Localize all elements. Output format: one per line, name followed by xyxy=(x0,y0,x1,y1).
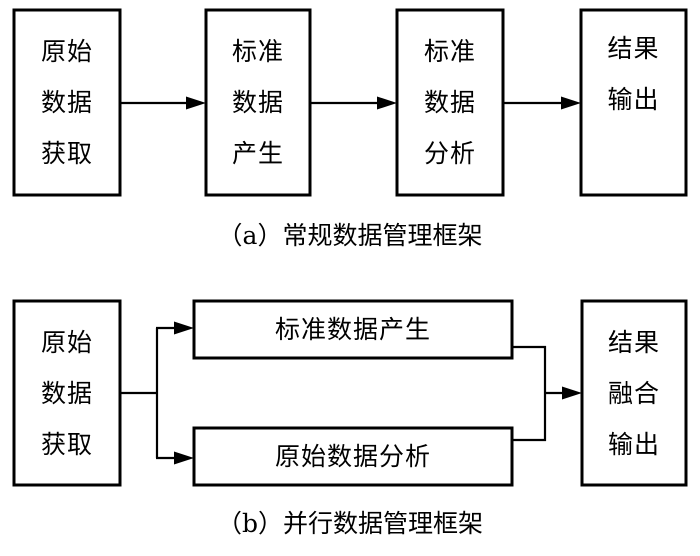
a-box-1-rect xyxy=(12,8,122,197)
b-arrow-split-upper-head xyxy=(174,321,194,335)
a-box-3-rect xyxy=(395,8,505,197)
b-arrow-merge-head xyxy=(562,386,582,400)
b-arrow-split-lower-head xyxy=(174,451,194,465)
a-arrow-1-head xyxy=(186,96,206,110)
b-box-lower-rect xyxy=(192,426,514,487)
panel-a-caption: （a）常规数据管理框架 xyxy=(217,221,483,250)
b-box-output-rect xyxy=(580,299,688,487)
b-box-upper-rect xyxy=(192,299,514,360)
a-box-2-rect xyxy=(204,8,312,197)
a-box-4-rect xyxy=(579,8,688,197)
panel-b-caption: （b）并行数据管理框架 xyxy=(216,509,483,538)
a-arrow-2-head xyxy=(377,96,397,110)
b-box-source-rect xyxy=(12,299,122,487)
a-arrow-3-head xyxy=(561,96,581,110)
